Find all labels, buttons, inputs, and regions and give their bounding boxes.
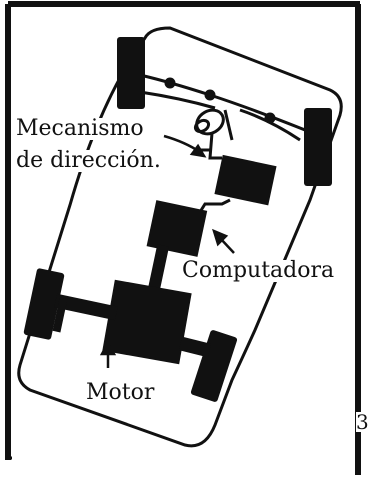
wheel-front-left — [117, 37, 145, 109]
rear-axle — [52, 293, 212, 358]
wheel-front-right — [304, 108, 332, 186]
drive-shaft — [146, 244, 170, 296]
steering-computer-link — [198, 198, 231, 213]
wheel-rear-right — [190, 330, 238, 402]
label-computer: Computadora — [180, 258, 337, 283]
label-steering-line2: de dirección. — [14, 148, 163, 173]
steering-pointer — [163, 134, 207, 158]
engine-pointer — [99, 340, 117, 368]
steering-mechanism — [193, 108, 234, 160]
wheel-rear-left — [23, 268, 65, 340]
wheels — [23, 37, 332, 402]
label-engine: Motor — [84, 380, 157, 405]
computer-box — [146, 200, 208, 257]
label-steering-line1: Mecanismo — [14, 116, 146, 141]
computer-pointer — [212, 228, 235, 254]
front-axle — [139, 73, 306, 142]
page-mark: 3 — [356, 410, 369, 434]
steering-box — [214, 154, 277, 206]
page-frame — [5, 1, 361, 475]
engine-block — [102, 279, 192, 365]
